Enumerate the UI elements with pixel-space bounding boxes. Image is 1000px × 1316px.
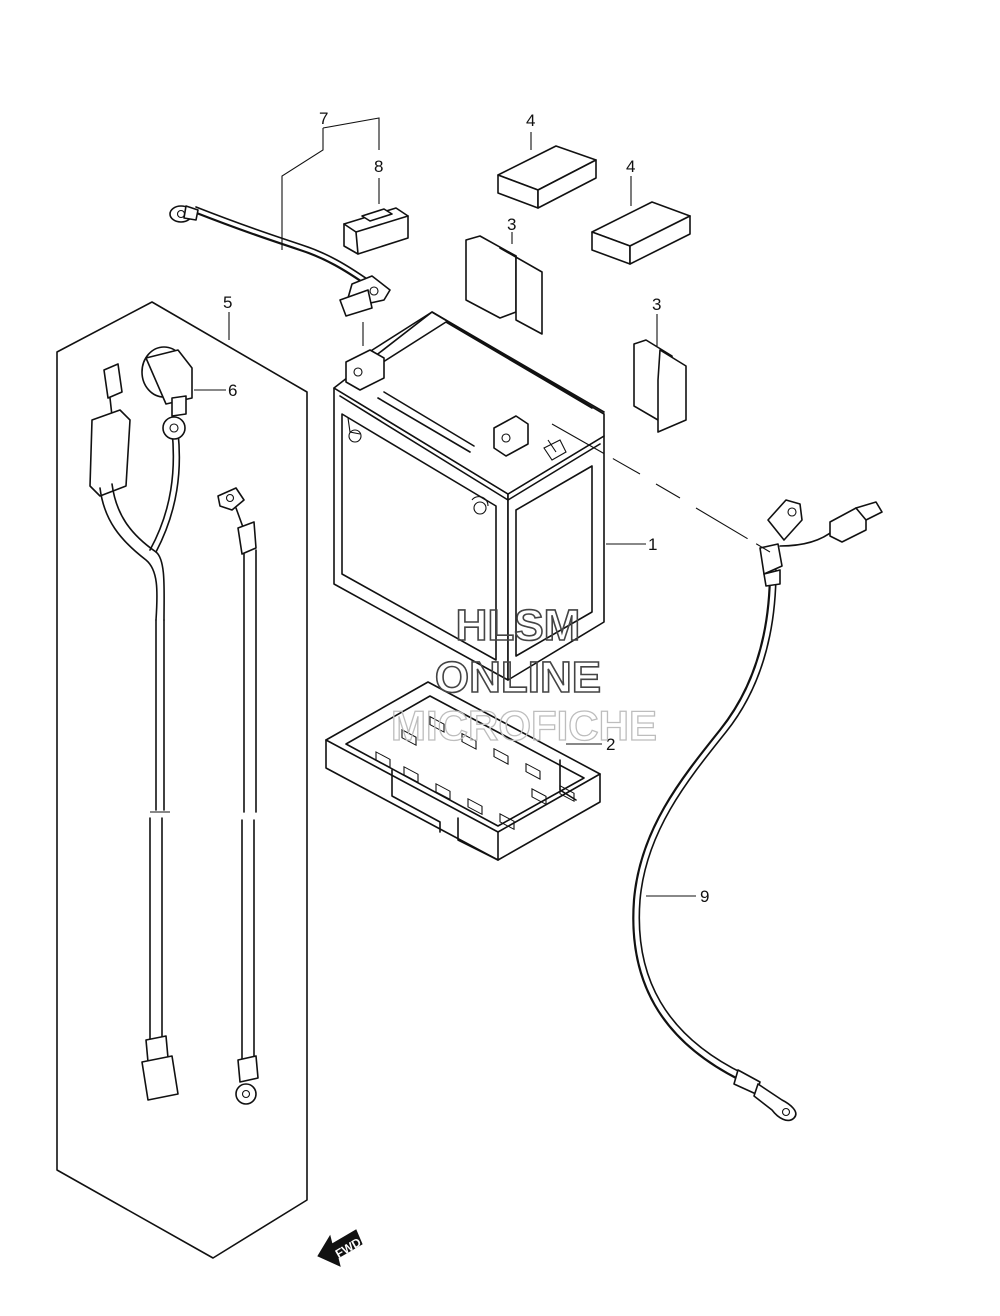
leader-lines <box>194 117 771 897</box>
callout-2: 2 <box>606 735 615 754</box>
cap-part-6[interactable] <box>141 346 193 417</box>
watermark-line-1: HLSM <box>456 601 581 650</box>
battery-tray-part-2[interactable] <box>325 681 601 861</box>
callout-7: 7 <box>319 109 328 128</box>
callout-4-b: 4 <box>626 157 635 176</box>
pad-part-4-b[interactable] <box>591 201 691 265</box>
pad-part-4-a[interactable] <box>497 145 597 209</box>
callout-4-a: 4 <box>526 111 535 130</box>
wire-harness-part-5[interactable] <box>89 363 186 1101</box>
battery-part-1[interactable] <box>333 311 605 681</box>
callout-3-b: 3 <box>652 295 661 314</box>
watermark-line-2: ONLINE <box>435 653 601 702</box>
watermark: HLSM ONLINE MICROFICHE <box>390 600 657 749</box>
callout-6: 6 <box>228 381 237 400</box>
bracket-part-3-a[interactable] <box>465 235 543 335</box>
callout-9: 9 <box>700 887 709 906</box>
kit-box-part-5 <box>56 301 308 1259</box>
callout-1: 1 <box>648 535 657 554</box>
callout-numbers: 7 8 4 4 3 3 5 6 1 2 9 <box>223 109 709 906</box>
forward-arrow-icon: FWD <box>317 1229 364 1267</box>
cable-part-7[interactable] <box>169 205 391 317</box>
cable-part-9[interactable] <box>632 499 883 1122</box>
bracket-part-3-b[interactable] <box>633 339 687 433</box>
terminal-cover-part-8[interactable] <box>343 207 409 255</box>
ground-wire-part-5[interactable] <box>217 487 259 1105</box>
callout-5: 5 <box>223 293 232 312</box>
callout-8: 8 <box>374 157 383 176</box>
watermark-line-3: MICROFICHE <box>391 702 657 749</box>
callout-3-a: 3 <box>507 215 516 234</box>
tray-slots <box>375 715 575 831</box>
